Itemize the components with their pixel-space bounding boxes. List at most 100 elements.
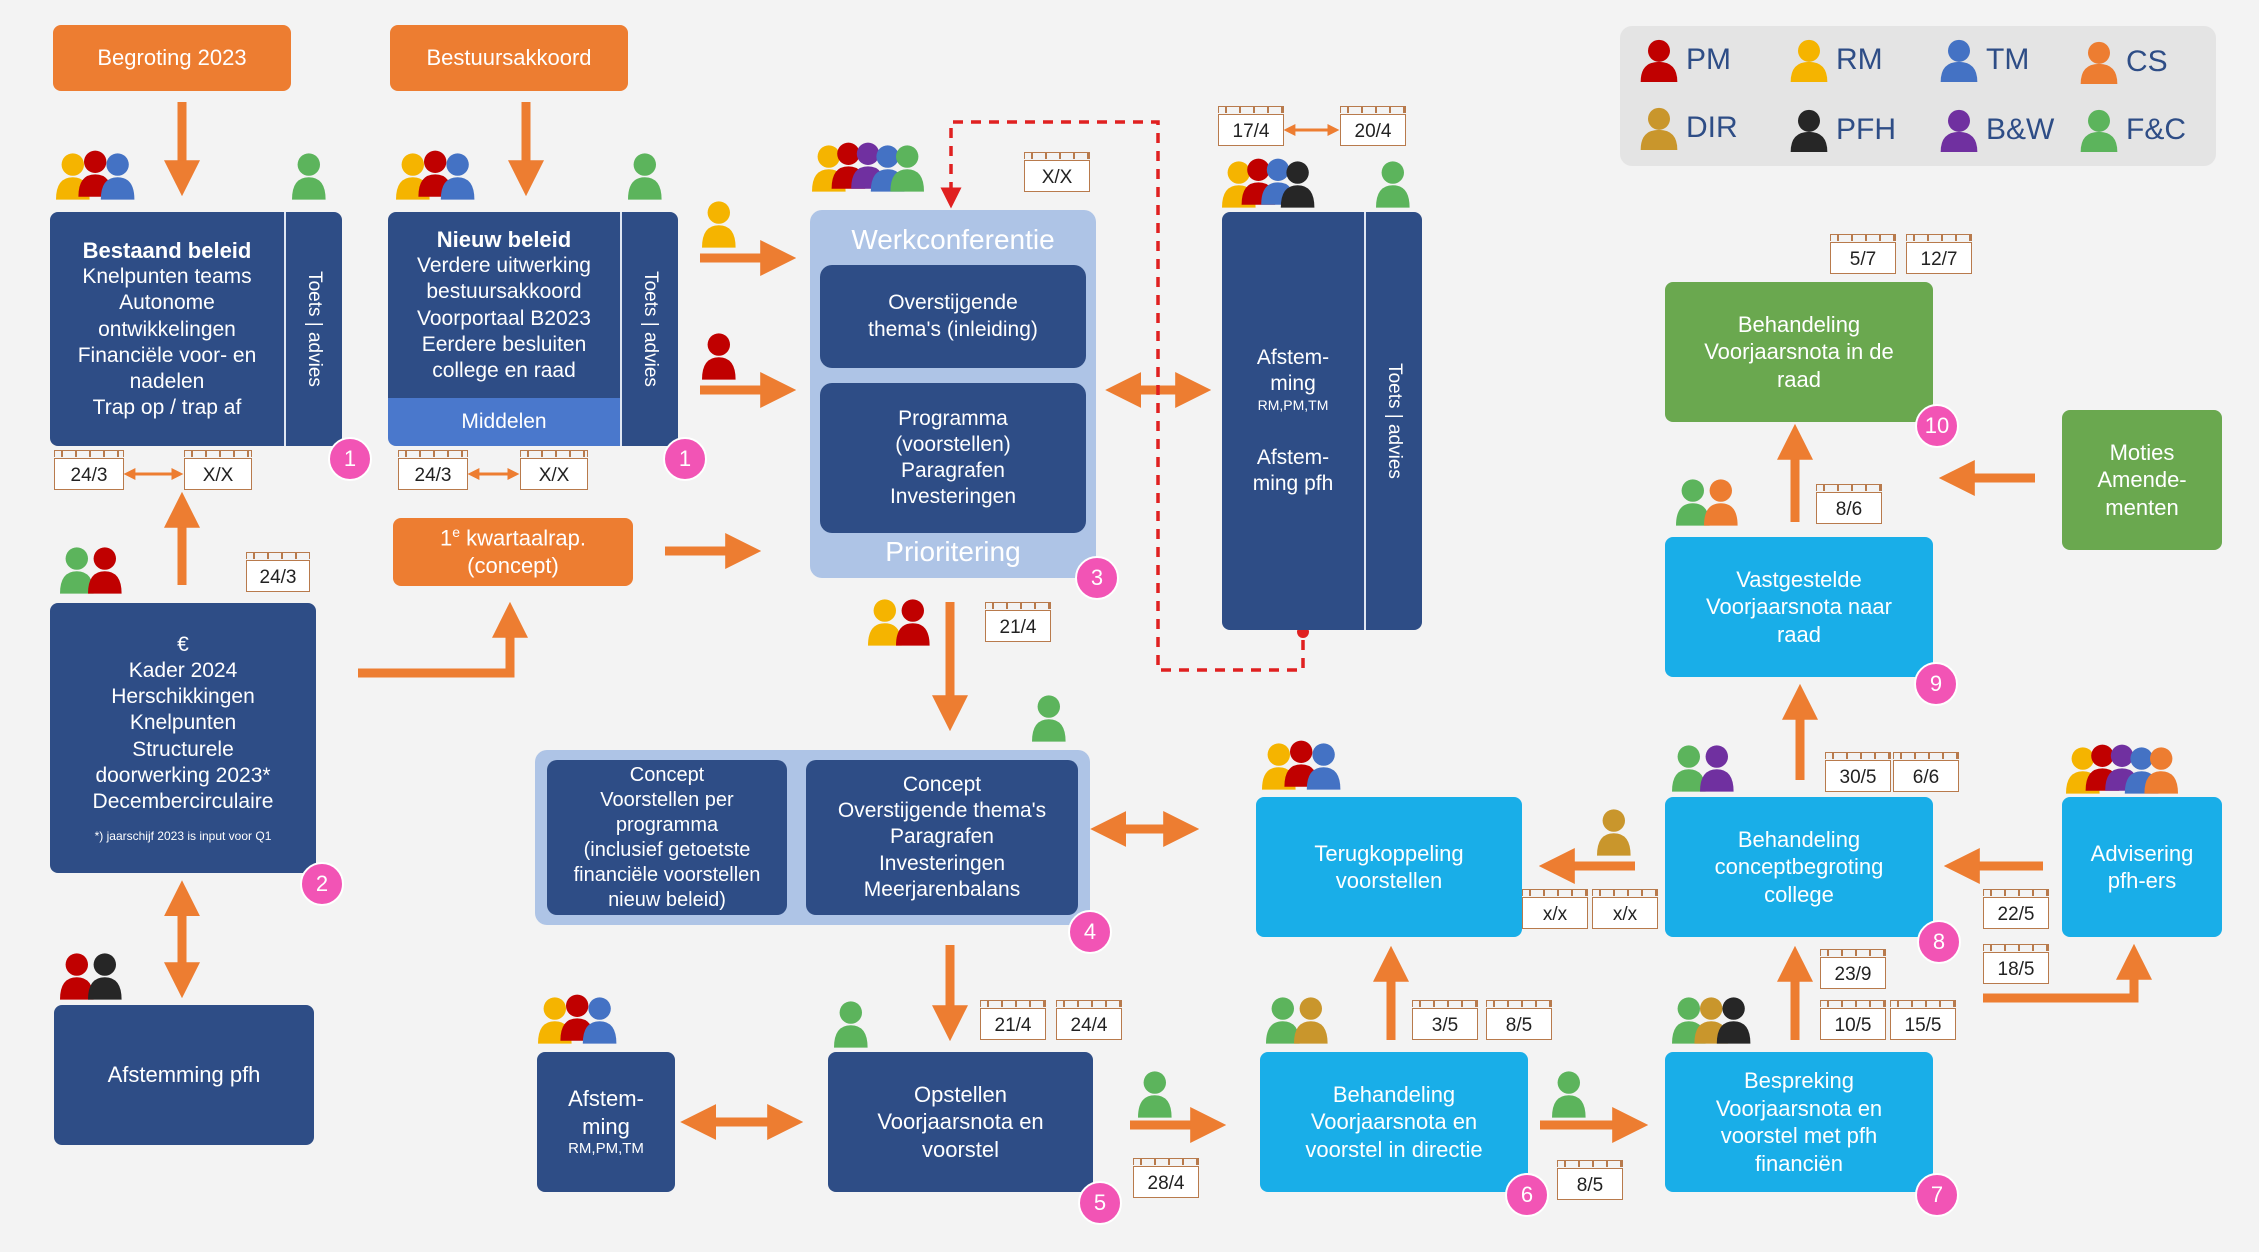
kwartaalrap-line2: (concept) (467, 553, 559, 579)
legend-label: CS (2126, 45, 2168, 78)
step-badge-2: 2 (300, 862, 344, 906)
box8-line: college (1764, 881, 1834, 907)
date-label: 6/6 (1893, 752, 1959, 792)
concept-right-line: Meerjarenbalans (863, 877, 1021, 901)
terugkoppeling-line: Terugkoppeling (1314, 840, 1464, 866)
moties-line: Amende- (2097, 467, 2187, 493)
nieuw-toets-advies: Toets | advies (620, 212, 678, 446)
concept-left-line: financiële voorstellen (573, 863, 761, 886)
bestaand-line: Knelpunten teams (82, 265, 252, 288)
nieuw-line: Verdere uitwerking (417, 254, 591, 278)
legend-label: F&C (2126, 113, 2186, 146)
people-group-icon (60, 953, 122, 1000)
box10-line: raad (1776, 366, 1822, 392)
bestaand-line: ontwikkelingen (98, 317, 236, 341)
date-label: 23/9 (1820, 949, 1886, 989)
step-badge-5: 5 (1078, 1181, 1122, 1225)
kader-line: Kader 2024 (128, 658, 238, 682)
afstemming-bottom-box: Afstem- ming RM,PM,TM (537, 1052, 675, 1192)
date-label: 8/5 (1557, 1160, 1623, 1200)
nieuw-line: Voorportaal B2023 (417, 306, 591, 330)
people-group-icon (396, 150, 475, 200)
bestaand-line: nadelen (129, 370, 205, 393)
box5-line: voorstel (921, 1136, 1000, 1162)
people-group-icon (60, 547, 122, 594)
programma-line: Programma (898, 406, 1008, 430)
step-badge-6: 6 (1505, 1173, 1549, 1217)
kwartaalrap-box: 1e kwartaalrap. (concept) (393, 518, 633, 586)
date-label: 17/4 (1218, 106, 1284, 146)
advisering-line: Advisering (2090, 840, 2194, 866)
box6-line: Voorjaarsnota en (1310, 1109, 1478, 1135)
person-icon (1138, 1071, 1172, 1118)
box5-line: Voorjaarsnota en (877, 1109, 1044, 1135)
date-label: 5/7 (1830, 234, 1896, 274)
date-label: X/X (184, 450, 252, 490)
date-label: X/X (1024, 152, 1090, 192)
kader-line: Knelpunten (129, 711, 237, 735)
people-group-icon (1672, 745, 1734, 792)
prioritering-label: Prioritering (885, 536, 1021, 567)
afstemming-line: ming (1270, 372, 1316, 395)
date-label: 21/4 (980, 1000, 1046, 1040)
date-label: 24/3 (54, 450, 124, 490)
overstijgende-line: thema's (inleiding) (868, 317, 1038, 341)
date-label: 22/5 (1983, 889, 2049, 929)
dashed-feedback-line (940, 120, 1305, 672)
concept-right-line: Concept (902, 772, 982, 796)
bestaand-line: Trap op / trap af (92, 396, 242, 420)
moties-line: menten (2105, 494, 2179, 520)
kader-line: Structurele (132, 737, 234, 761)
programma-line: (voorstellen) (895, 432, 1011, 456)
kader-line: Herschikkingen (111, 685, 255, 709)
box9-line: Voorjaarsnota naar (1706, 594, 1892, 620)
bestaand-beleid-title: Bestaand beleid (82, 237, 252, 263)
legend-label: RM (1836, 43, 1883, 76)
legend-item-pfh: PFH (1790, 108, 1896, 152)
person-icon (1640, 107, 1678, 150)
people-group-icon (1222, 158, 1315, 208)
date-label: x/x (1522, 889, 1588, 929)
moties-line: Moties (2109, 439, 2175, 465)
legend-item-tm: TM (1940, 38, 2029, 82)
concept-voorstellen-box: Concept Voorstellen per programma (inclu… (547, 760, 787, 915)
box6-line: voorstel in directie (1305, 1136, 1483, 1162)
person-icon (628, 153, 662, 200)
concept-left-line: nieuw beleid) (608, 888, 726, 911)
box10-line: Voorjaarsnota in de (1704, 339, 1894, 365)
people-group-icon (538, 994, 617, 1044)
legend-label: PM (1686, 43, 1731, 76)
person-icon (1032, 695, 1066, 742)
programma-line: Investeringen (889, 485, 1017, 509)
people-group-icon (1672, 997, 1751, 1044)
person-icon (1552, 1071, 1586, 1118)
vastgestelde-voorjaarsnota-box: Vastgestelde Voorjaarsnota naar raad (1665, 537, 1933, 677)
advisering-line: pfh-ers (2107, 868, 2177, 893)
concept-overstijgende-box: Concept Overstijgende thema's Paragrafen… (806, 760, 1078, 915)
people-group-icon (56, 150, 135, 200)
date-label: 3/5 (1412, 1000, 1478, 1040)
person-icon (702, 201, 736, 248)
box7-line: Voorjaarsnota en (1715, 1095, 1883, 1121)
legend-item-cs: CS (2080, 40, 2168, 84)
advisering-box: Advisering pfh-ers (2062, 797, 2222, 937)
person-icon (1597, 809, 1631, 856)
nieuw-beleid-box: Nieuw beleid Verdere uitwerking bestuurs… (388, 212, 620, 398)
programma-box: Programma (voorstellen) Paragrafen Inves… (820, 383, 1086, 533)
concept-right-line: Investeringen (878, 851, 1006, 875)
date-label: x/x (1592, 889, 1658, 929)
afstemming-bottom-line: ming (582, 1113, 630, 1139)
box7-line: voorstel met pfh (1720, 1123, 1878, 1148)
date-label: 20/4 (1340, 106, 1406, 146)
person-icon (702, 333, 736, 380)
arrow-box8-advisering (1983, 943, 2152, 1003)
begroting-label: Begroting 2023 (97, 45, 247, 71)
opstellen-voorjaarsnota-box: Opstellen Voorjaarsnota en voorstel (828, 1052, 1093, 1192)
behandeling-raad-box: Behandeling Voorjaarsnota in de raad (1665, 282, 1933, 422)
person-icon (292, 153, 326, 200)
step-badge-10: 10 (1915, 404, 1959, 448)
moties-amendementen-box: Moties Amende- menten (2062, 410, 2222, 550)
